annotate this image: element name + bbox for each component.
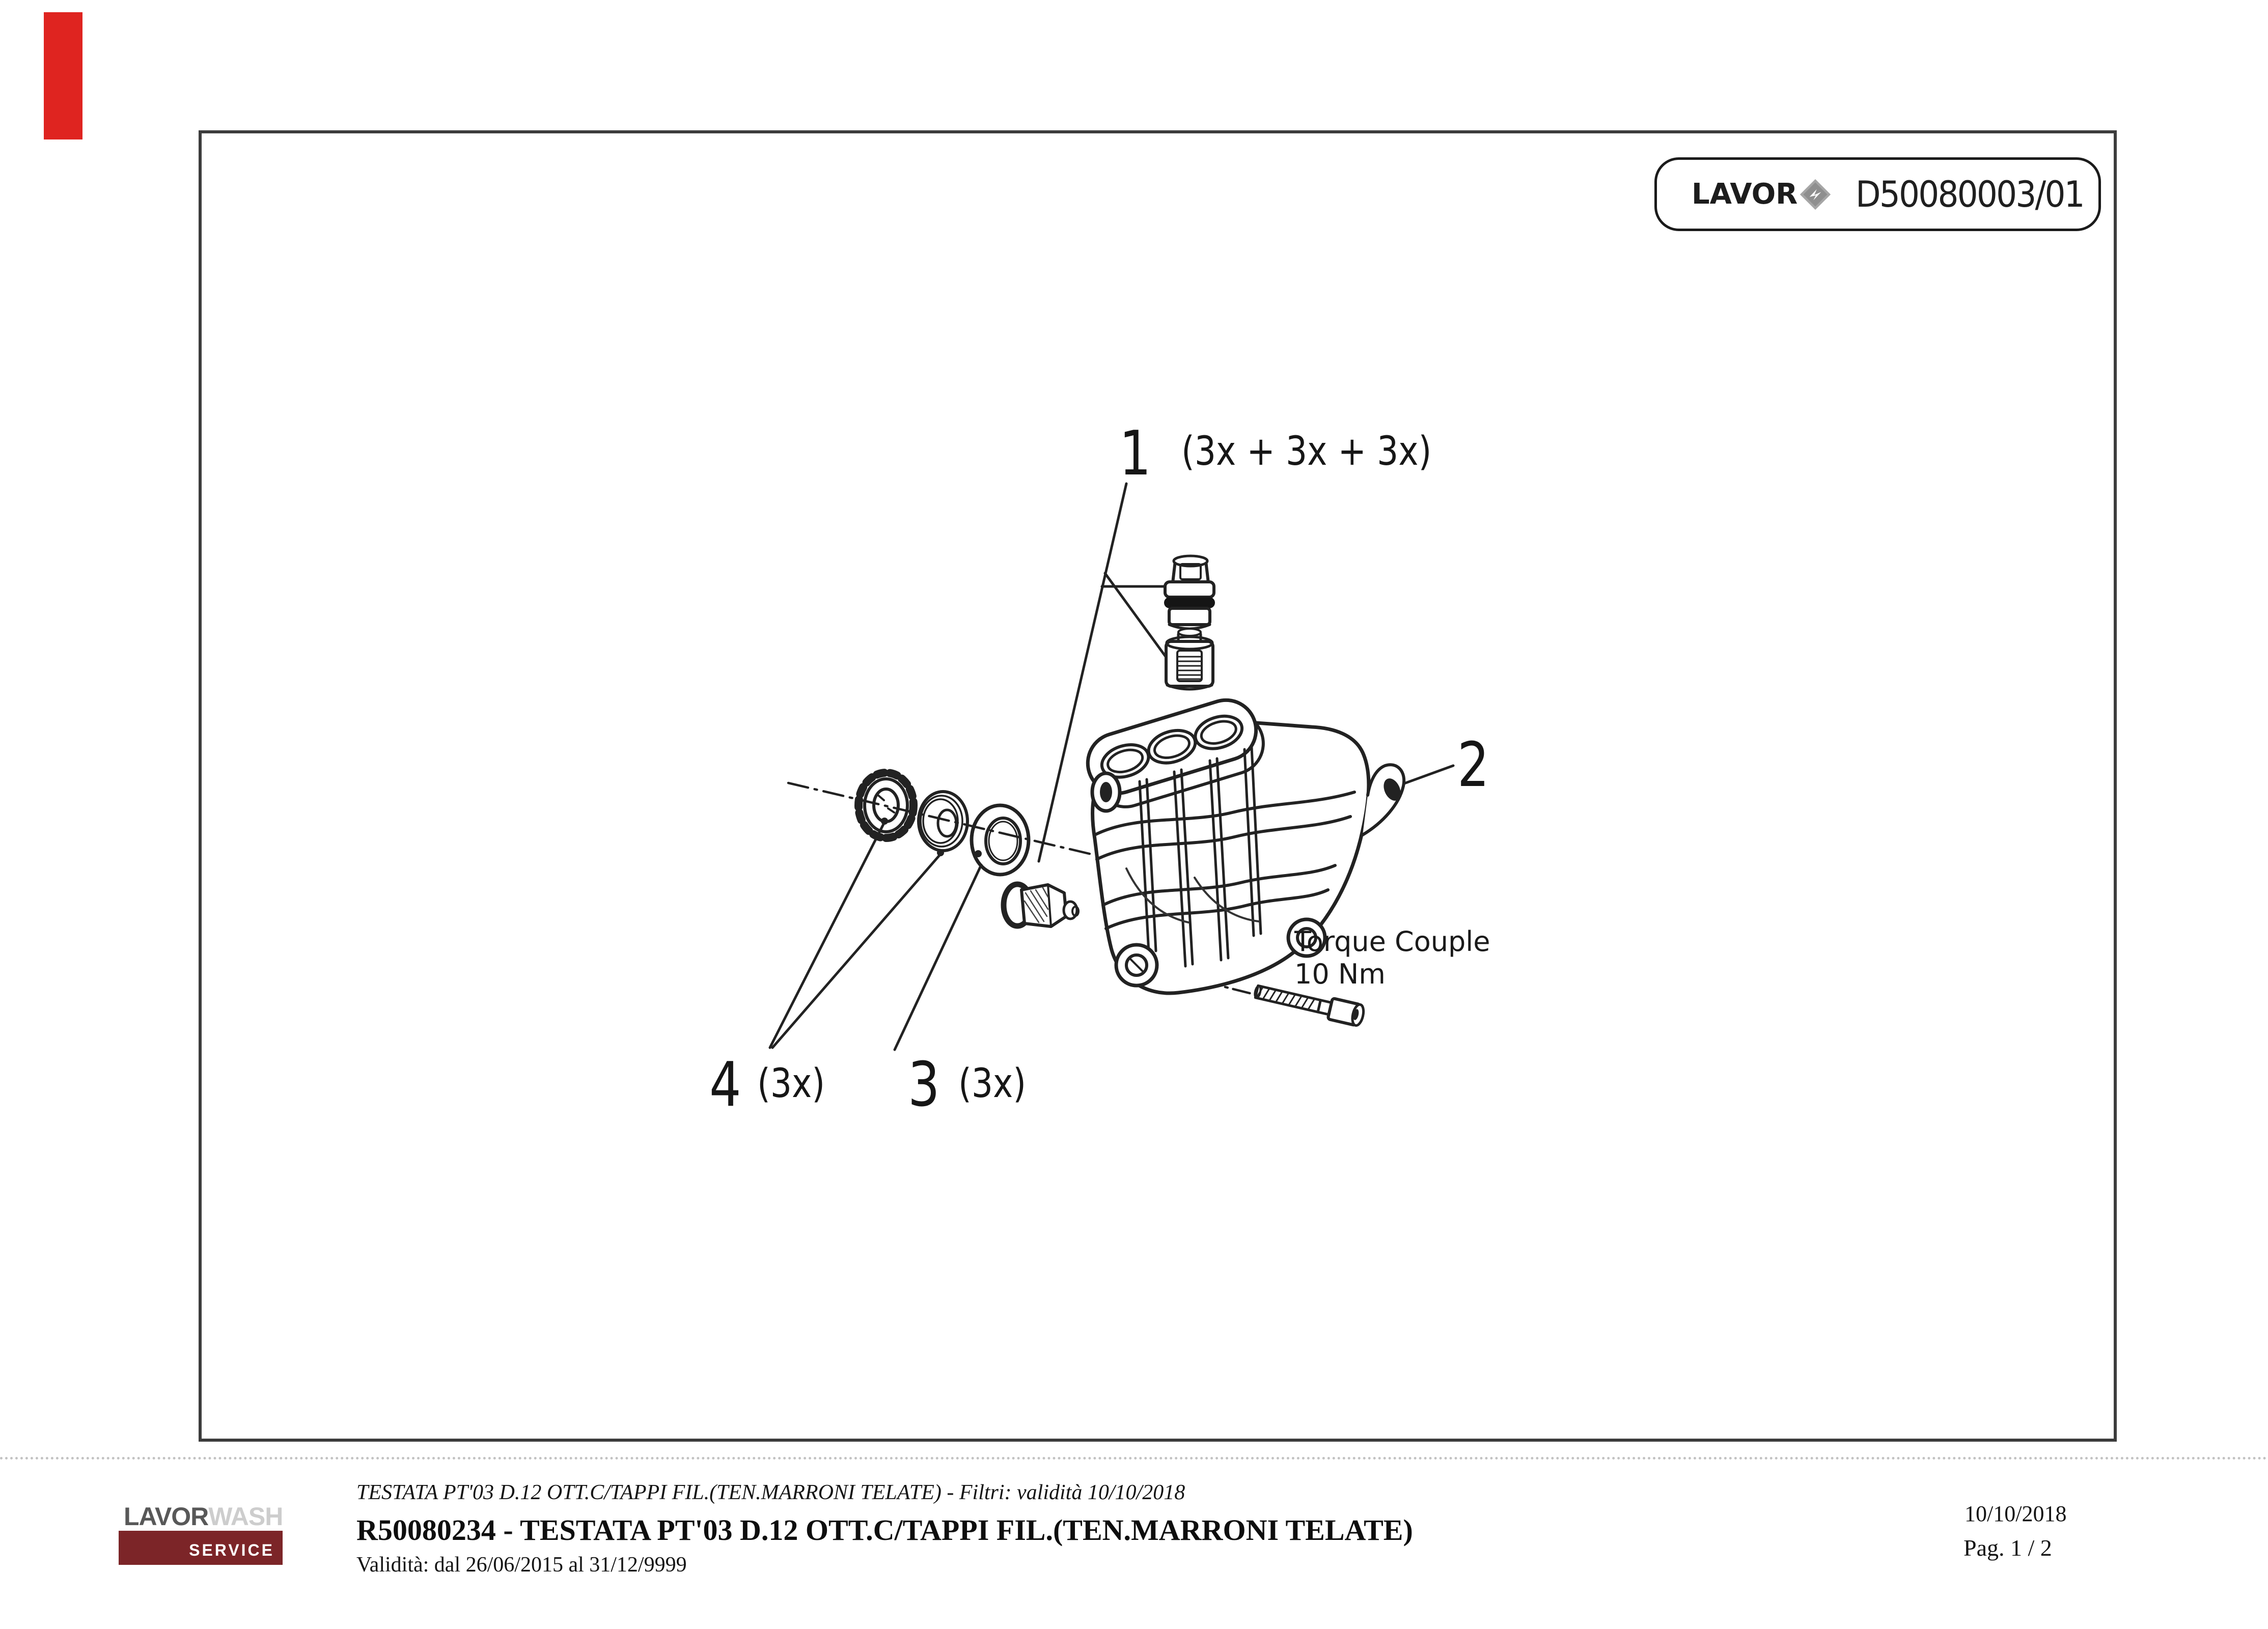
lavorwash-wordmark-dark: LAVOR xyxy=(124,1502,209,1531)
callout-4-number: 4 xyxy=(709,1050,741,1120)
leader-4a xyxy=(768,822,886,1049)
leader-3 xyxy=(893,863,983,1051)
filter-part xyxy=(1165,628,1214,691)
torque-note-line2: 10 Nm xyxy=(1294,958,1386,990)
lavor-diamond-icon xyxy=(1800,179,1831,210)
leader-1 xyxy=(1037,482,1128,863)
drawing-code: D50080003/01 xyxy=(1856,173,2085,215)
groove-ring-part xyxy=(917,790,969,856)
title-cartouche: LAVOR D50080003/01 xyxy=(1654,157,2101,231)
callout-2-number: 2 xyxy=(1457,730,1489,801)
axis-line xyxy=(787,781,1097,857)
footer-divider xyxy=(0,1457,2268,1459)
callout-4-qty: (3x) xyxy=(757,1061,825,1107)
footer-subject-line: TESTATA PT'03 D.12 OTT.C/TAPPI FIL.(TEN.… xyxy=(356,1481,1185,1504)
footer-date: 10/10/2018 xyxy=(1965,1501,2067,1526)
leader-4b xyxy=(771,853,942,1049)
lavor-logo-text: LAVOR xyxy=(1692,178,1798,211)
callout-3-qty: (3x) xyxy=(958,1061,1027,1107)
service-banner: SERVICE xyxy=(119,1531,283,1565)
lavor-logo: LAVOR xyxy=(1692,178,1832,211)
torque-note-line1: Torque Couple xyxy=(1294,925,1490,958)
lavorwash-wordmark-light: WASH xyxy=(208,1502,283,1531)
red-corner-mark xyxy=(44,12,82,139)
footer-page-number: Pag. 1 / 2 xyxy=(1963,1535,2052,1561)
torque-note: Torque Couple 10 Nm xyxy=(1294,925,1490,991)
pump-head-part xyxy=(1086,698,1406,995)
seal-ring-part xyxy=(970,803,1031,877)
leader-1b xyxy=(1103,572,1172,664)
lavorwash-service-logo: LAVOR WASH SERVICE xyxy=(119,1503,283,1565)
screw-part xyxy=(1254,984,1365,1027)
callout-3-number: 3 xyxy=(908,1050,940,1120)
head-plug-part xyxy=(1001,881,1080,929)
callout-1-qty: (3x + 3x + 3x) xyxy=(1181,429,1432,474)
lock-washer-part xyxy=(854,769,918,842)
footer-title-line: R50080234 - TESTATA PT'03 D.12 OTT.C/TAP… xyxy=(356,1513,1413,1547)
lavorwash-wordmark: LAVOR WASH xyxy=(119,1503,283,1529)
footer-validity-line: Validità: dal 26/06/2015 al 31/12/9999 xyxy=(356,1553,687,1577)
callout-1-number: 1 xyxy=(1119,418,1151,489)
plug-part xyxy=(1164,554,1215,630)
